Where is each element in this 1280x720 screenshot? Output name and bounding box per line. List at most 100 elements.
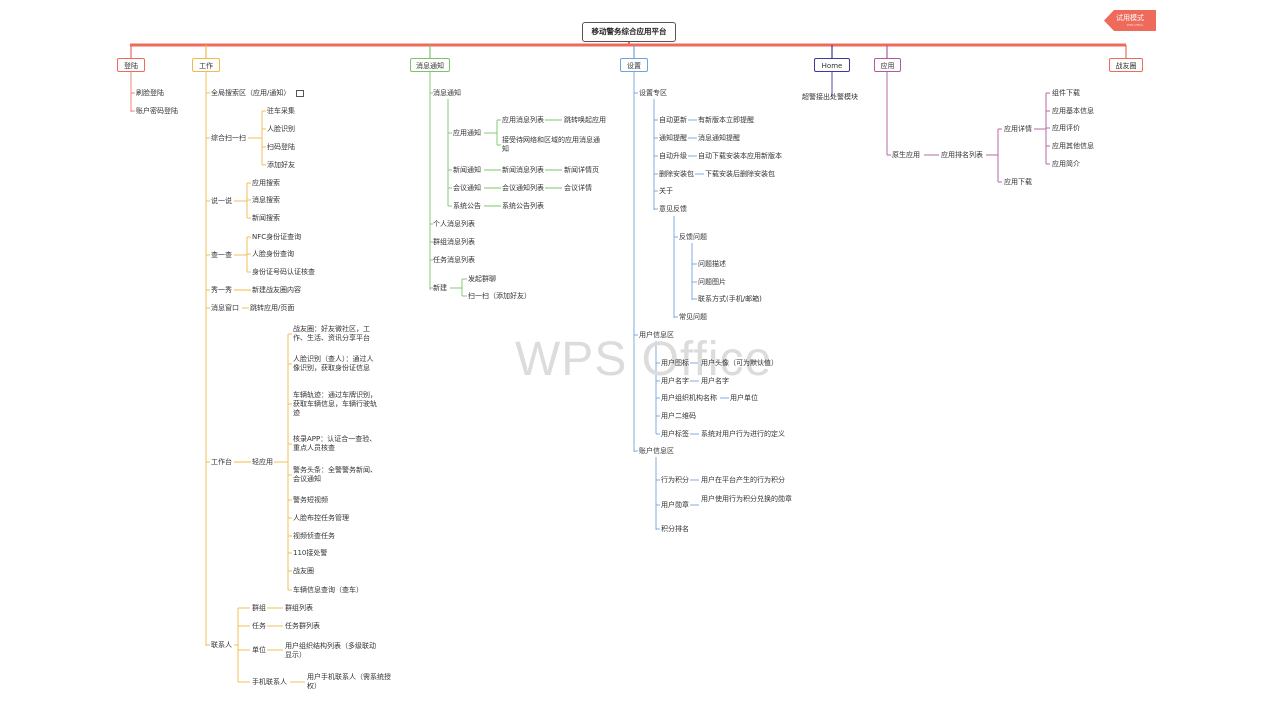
show-item[interactable]: 新建战友圈内容 [252, 286, 301, 294]
scan-item[interactable]: 添加好友 [267, 161, 295, 169]
work-desk[interactable]: 工作台 [211, 458, 232, 466]
apps-ranking[interactable]: 应用排名列表 [941, 151, 983, 159]
light-app-item[interactable]: 110接处警 [293, 549, 328, 557]
light-app-item[interactable]: 视频侦查任务 [293, 532, 335, 540]
apps-detail-item[interactable]: 组件下载 [1052, 89, 1080, 97]
contacts-group[interactable]: 群组 [252, 604, 266, 612]
message-app-grid[interactable]: 接受待网络和区域的应用消息通知 [502, 136, 600, 153]
message-system-list[interactable]: 系统公告列表 [502, 202, 544, 210]
user-row-key[interactable]: 用户组织机构名称 [661, 394, 717, 402]
settings-account-info[interactable]: 账户信息区 [639, 447, 674, 455]
account-row-key[interactable]: 用户勋章 [661, 501, 689, 509]
category-work[interactable]: 工作 [192, 58, 220, 72]
scan-item[interactable]: 驻车采集 [267, 107, 295, 115]
apps-detail-item[interactable]: 应用简介 [1052, 160, 1080, 168]
contacts-group-item[interactable]: 用户组织结构列表（多级联动显示） [285, 642, 376, 659]
light-app-item[interactable]: 警务短视频 [293, 496, 328, 504]
category-friends[interactable]: 战友圈 [1109, 58, 1143, 72]
light-app-item[interactable]: 车辆轨迹：通过车牌识别，获取车辆信息，车辆行驶轨迹 [293, 391, 377, 417]
message-list-item[interactable]: 群组消息列表 [433, 238, 475, 246]
login-password[interactable]: 账户密码登陆 [136, 107, 178, 115]
message-create[interactable]: 新建 [433, 284, 447, 292]
contacts-group-item[interactable]: 任务群列表 [285, 622, 320, 630]
light-app-item[interactable]: 战友圈：好友微社区，工作、生活、资讯分享平台 [293, 325, 370, 342]
message-app-jump[interactable]: 跳转唤起应用 [564, 116, 606, 124]
contacts-group[interactable]: 任务 [252, 622, 266, 630]
home-item[interactable]: 超警接出处警模块 [802, 93, 858, 101]
work-say[interactable]: 说一说 [211, 197, 232, 205]
message-app-list[interactable]: 应用消息列表 [502, 116, 544, 124]
message-app-notice[interactable]: 应用通知 [453, 129, 481, 137]
message-notice[interactable]: 消息通知 [433, 89, 461, 97]
message-meeting-detail[interactable]: 会议详情 [564, 184, 592, 192]
message-list-item[interactable]: 个人消息列表 [433, 220, 475, 228]
apps-detail-item[interactable]: 应用评价 [1052, 124, 1080, 132]
settings-row-key[interactable]: 通知提醒 [659, 134, 687, 142]
light-app-item[interactable]: 核录APP：认证合一查验、重点人员核查 [293, 435, 377, 452]
say-item[interactable]: 应用搜索 [252, 179, 280, 187]
message-create-item[interactable]: 扫一扫（添加好友） [468, 292, 531, 300]
user-row-key[interactable]: 用户图标 [661, 359, 689, 367]
trial-mode-badge[interactable]: 试用模式 WPS Office [1104, 10, 1156, 31]
check-item[interactable]: NFC身份证查询 [252, 233, 302, 241]
check-item[interactable]: 人脸身份查询 [252, 250, 294, 258]
user-row-key[interactable]: 用户名字 [661, 377, 689, 385]
category-login[interactable]: 登陆 [117, 58, 145, 72]
settings-row-key[interactable]: 关于 [659, 187, 673, 195]
work-show[interactable]: 秀一秀 [211, 286, 232, 294]
say-item[interactable]: 新闻搜索 [252, 214, 280, 222]
settings-feedback[interactable]: 意见反馈 [659, 205, 687, 213]
contacts-group-item[interactable]: 用户手机联系人（需系统授权） [307, 673, 391, 690]
message-system[interactable]: 系统公告 [453, 202, 481, 210]
light-app-item[interactable]: 战友圈 [293, 567, 314, 575]
message-window-item[interactable]: 跳转应用/页面 [250, 304, 295, 312]
apps-download[interactable]: 应用下载 [1004, 178, 1032, 186]
light-app-item[interactable]: 人脸识别（查人）：通过人像识别，获取身份证信息 [293, 355, 374, 372]
light-app-item[interactable]: 车辆信息查询（查车） [293, 586, 363, 594]
work-scan[interactable]: 综合扫一扫 [211, 134, 246, 142]
work-contacts[interactable]: 联系人 [211, 641, 232, 649]
scan-item[interactable]: 人脸识别 [267, 125, 295, 133]
message-news-list[interactable]: 新闻消息列表 [502, 166, 544, 174]
message-meeting[interactable]: 会议通知 [453, 184, 481, 192]
login-face[interactable]: 刷脸登陆 [136, 89, 164, 97]
work-global-search[interactable]: 全局搜索区（应用/通知） [211, 89, 304, 98]
feedback-item[interactable]: 问题描述 [698, 260, 726, 268]
message-create-item[interactable]: 发起群聊 [468, 275, 496, 283]
message-list-item[interactable]: 任务消息列表 [433, 256, 475, 264]
settings-faq[interactable]: 常见问题 [679, 313, 707, 321]
settings-row-key[interactable]: 删除安装包 [659, 170, 694, 178]
apps-detail[interactable]: 应用详情 [1004, 125, 1032, 133]
settings-feedback-problem[interactable]: 反馈问题 [679, 233, 707, 241]
category-apps[interactable]: 应用 [874, 58, 901, 72]
check-item[interactable]: 身份证号码认证核查 [252, 268, 315, 276]
scan-item[interactable]: 扫码登陆 [267, 143, 295, 151]
contacts-group[interactable]: 手机联系人 [252, 678, 287, 686]
work-message-window[interactable]: 消息窗口 [211, 304, 239, 312]
account-row-key[interactable]: 行为积分 [661, 476, 689, 484]
settings-zone[interactable]: 设置专区 [639, 89, 667, 97]
settings-user-info[interactable]: 用户信息区 [639, 331, 674, 339]
message-news-detail[interactable]: 新闻详情页 [564, 166, 599, 174]
message-news[interactable]: 新闻通知 [453, 166, 481, 174]
feedback-item[interactable]: 问题图片 [698, 278, 726, 286]
root-title[interactable]: 移动警务综合应用平台 [582, 22, 676, 42]
contacts-group-item[interactable]: 群组列表 [285, 604, 313, 612]
message-meeting-list[interactable]: 会议通知列表 [502, 184, 544, 192]
say-item[interactable]: 消息搜索 [252, 196, 280, 204]
category-message[interactable]: 消息通知 [410, 58, 450, 72]
apps-detail-item[interactable]: 应用其他信息 [1052, 142, 1094, 150]
category-settings[interactable]: 设置 [620, 58, 648, 72]
contacts-group[interactable]: 单位 [252, 646, 266, 654]
user-row-key[interactable]: 用户标签 [661, 430, 689, 438]
settings-row-key[interactable]: 自动更新 [659, 116, 687, 124]
apps-detail-item[interactable]: 应用基本信息 [1052, 107, 1094, 115]
work-light-apps[interactable]: 轻应用 [252, 458, 273, 466]
user-row-key[interactable]: 用户二维码 [661, 412, 696, 420]
light-app-item[interactable]: 人脸布控任务管理 [293, 514, 349, 522]
light-app-item[interactable]: 警务头条：全警警务新闻、会议通知 [293, 466, 377, 483]
work-check[interactable]: 查一查 [211, 251, 232, 259]
apps-native[interactable]: 原生应用 [892, 151, 920, 159]
settings-row-key[interactable]: 自动升级 [659, 152, 687, 160]
feedback-item[interactable]: 联系方式(手机/邮箱) [698, 295, 762, 303]
